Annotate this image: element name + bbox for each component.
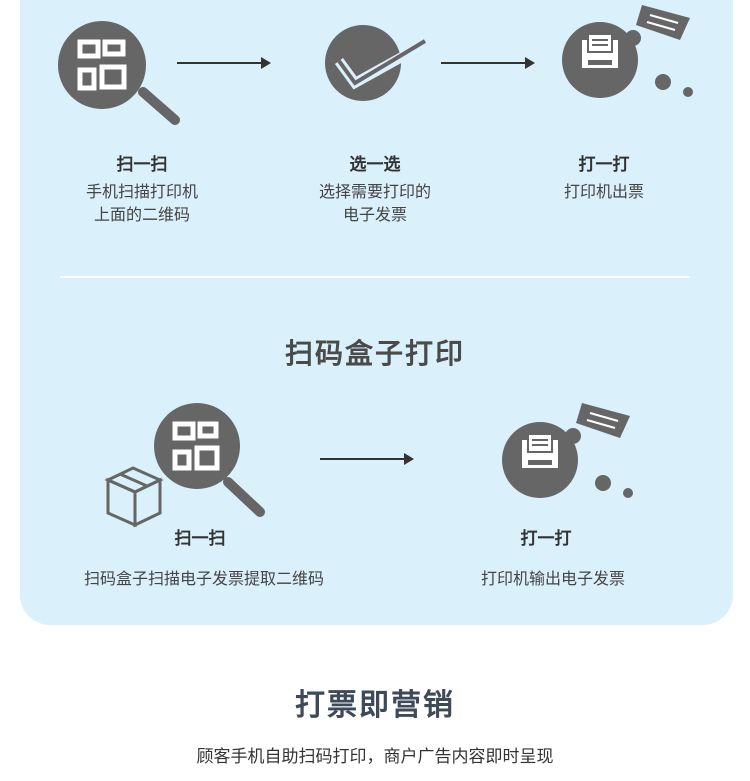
step-select-title: 选一选 bbox=[349, 155, 401, 175]
section-title: 扫码盒子打印 bbox=[284, 337, 465, 370]
arrow-right-1 bbox=[177, 57, 271, 69]
arrow-right-3 bbox=[320, 453, 414, 465]
info-panel bbox=[20, 0, 733, 625]
step-scan-desc: 手机扫描打印机 上面的二维码 bbox=[85, 182, 198, 224]
arrow-right-2 bbox=[441, 57, 535, 69]
divider bbox=[60, 276, 690, 278]
checkmark-icon bbox=[325, 25, 430, 101]
step-print-desc: 打印机出票 bbox=[563, 182, 644, 201]
step-print-title: 打一打 bbox=[578, 155, 630, 175]
printer-icon-2 bbox=[502, 403, 633, 498]
step-scan-title: 扫一扫 bbox=[116, 155, 168, 175]
box-step-print-title: 打一打 bbox=[520, 529, 572, 549]
box-qr-scan-icon bbox=[104, 403, 265, 528]
step-select-desc: 选择需要打印的 电子发票 bbox=[318, 182, 431, 224]
footer-title: 打票即营销 bbox=[295, 688, 455, 723]
box-step-scan-desc: 扫码盒子扫描电子发票提取二维码 bbox=[83, 569, 324, 588]
printer-icon bbox=[562, 5, 693, 98]
qr-magnifier-icon bbox=[58, 21, 180, 125]
box-step-print-desc: 打印机输出电子发票 bbox=[480, 569, 625, 588]
box-step-scan-title: 扫一扫 bbox=[174, 529, 226, 549]
footer-text: 顾客手机自助扫码打印，商户广告内容即时呈现 bbox=[196, 747, 554, 767]
